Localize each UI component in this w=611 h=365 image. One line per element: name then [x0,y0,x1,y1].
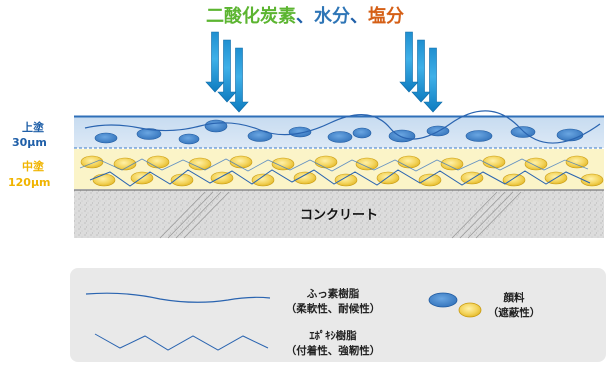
title-salt: 塩分 [368,5,404,27]
yellow-pigment-particle [146,155,170,169]
yellow-pigment-particle [565,155,589,169]
blue-pigment-particle [327,131,353,143]
yellow-pigment-particle [397,155,421,169]
blue-pigment-particle [136,128,162,140]
blue-pigment-particle [352,127,372,139]
yellow-pigment-particle [580,173,604,187]
yellow-pigment-particle [334,173,358,187]
down-arrow-icon [399,31,419,93]
epoxy-resin-legend-line [94,333,269,351]
legend-box [70,268,606,362]
middle-coat-thickness: 120μm [8,176,51,189]
concrete-crack-lines-left [159,191,230,239]
blue-pigment-particle [465,130,493,142]
blue-pigment-particle [510,126,536,138]
epoxy-resin-legend-name: ｴﾎﾟｷｼ樹脂 [309,329,357,342]
yellow-pigment-particle [314,155,338,169]
yellow-pigment-particle [418,173,442,187]
title-separator: 、 [296,6,314,27]
down-arrows-left [205,31,249,113]
epoxy-resin-legend-property: （付着性、強靭性） [286,344,381,357]
yellow-pigment-particle [210,171,234,185]
top-coat-label: 上塗 [22,120,45,134]
fluorine-resin-legend-name: ふっ素樹脂 [307,287,360,300]
epoxy-resin-line [89,169,591,187]
concrete-label: コンクリート [300,208,378,223]
epoxy-resin-line-2 [79,158,589,172]
blue-pigment-particle [204,119,228,133]
fluorine-resin-legend-property: （柔軟性、耐候性） [286,302,381,315]
title-separator: 、 [350,6,368,27]
yellow-pigment-particle [355,157,379,171]
yellow-pigment-particle [113,157,137,171]
pigment-legend-name: 顔料 [503,291,525,304]
down-arrow-icon [423,47,443,113]
concrete-crack-lines-right [451,191,522,239]
yellow-pigment-particle [170,173,194,187]
blue-pigment-legend-icon [428,292,458,308]
title-water: 水分 [314,5,350,27]
yellow-pigment-particle [251,173,275,187]
yellow-pigment-particle [229,155,253,169]
down-arrow-icon [229,47,249,113]
down-arrow-icon [217,39,237,103]
yellow-pigment-legend-icon [458,302,482,318]
down-arrows-right [399,31,443,113]
middle-coat-label: 中塗 [22,159,45,173]
yellow-pigment-particle [482,155,506,169]
yellow-pigment-particle [92,173,116,187]
top-coat-thickness: 30μm [12,136,47,149]
title-carbon-dioxide: 二酸化炭素 [206,5,296,27]
blue-pigment-particle [556,128,584,142]
yellow-pigment-particle [293,171,317,185]
yellow-pigment-particle [440,157,464,171]
down-arrow-icon [411,39,431,103]
diagram-title: 二酸化炭素、水分、塩分 [206,5,404,27]
yellow-pigment-particle [502,173,526,187]
fluorine-resin-line [84,110,601,144]
yellow-pigment-particle [271,157,295,171]
pigment-legend-property: （遮蔽性） [488,306,541,319]
down-arrow-icon [205,31,225,93]
blue-pigment-particle [94,132,118,144]
yellow-pigment-particle [524,157,548,171]
yellow-pigment-particle [188,157,212,171]
blue-pigment-particle [178,133,200,145]
fluorine-resin-legend-line [85,292,271,303]
